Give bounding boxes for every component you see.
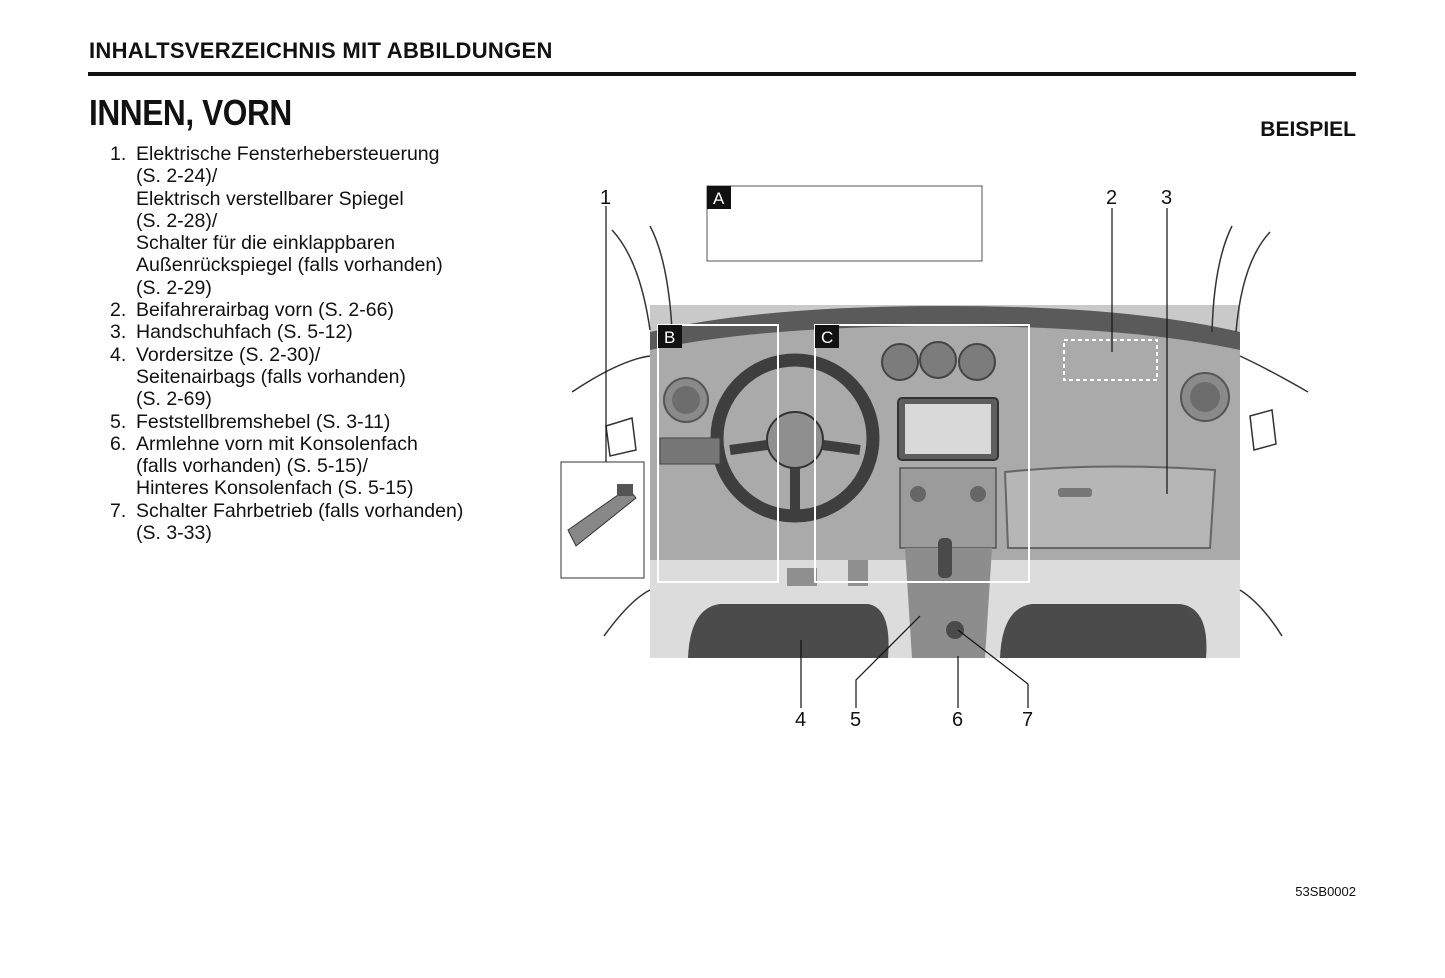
steering-spokes	[729, 440, 861, 512]
example-label: BEISPIEL	[1260, 118, 1356, 141]
toc-item-line: Handschuhfach (S. 5-12)	[136, 321, 353, 344]
box-b-label-bg	[658, 325, 682, 348]
toc-item-line: (S. 2-69)	[136, 388, 212, 411]
drive-mode-switch	[946, 621, 964, 639]
callout-2: 2	[1106, 187, 1117, 209]
center-console	[905, 548, 992, 658]
box-b-label: B	[664, 328, 675, 347]
section-title: INNEN, VORN	[89, 92, 292, 133]
a-pillar-left	[611, 229, 651, 331]
center-display-screen	[905, 404, 991, 454]
center-gauge-1	[881, 343, 919, 381]
toc-item-line: Schalter für die einklappbaren	[136, 232, 396, 255]
toc-item-line: Vordersitze (S. 2-30)/	[136, 343, 321, 366]
header-title: INHALTSVERZEICHNIS MIT ABBILDUNGEN	[89, 38, 553, 63]
gear-lever	[938, 538, 952, 578]
climate-knob-left	[910, 486, 926, 502]
glove-box	[1003, 465, 1217, 549]
toc-list: 1. Elektrische Fensterhebersteuerung (S.…	[110, 143, 530, 544]
a-pillar-left	[649, 225, 673, 331]
toc-item: 3. Handschuhfach (S. 5-12)	[110, 321, 530, 343]
box-a-label: A	[713, 189, 725, 208]
driver-seat	[688, 604, 889, 658]
toc-item-line: Feststellbremshebel (S. 3-11)	[136, 410, 391, 433]
callout-5: 5	[850, 709, 861, 731]
callout-3: 3	[1161, 187, 1172, 209]
door-line-left	[603, 589, 651, 637]
toc-item-number: 2.	[110, 299, 127, 322]
center-gauge-3	[958, 343, 996, 381]
toc-item: 4. Vordersitze (S. 2-30)/ Seitenairbags …	[110, 344, 530, 411]
door-handle-left	[605, 417, 637, 457]
toc-item-line: (falls vorhanden) (S. 5-15)/	[136, 455, 368, 478]
toc-item: 2. Beifahrerairbag vorn (S. 2-66)	[110, 299, 530, 321]
left-switch-panel	[659, 437, 721, 465]
toc-item-number: 5.	[110, 410, 127, 433]
pedal	[848, 560, 868, 586]
toc-item: 7. Schalter Fahrbetrieb (falls vorhanden…	[110, 500, 530, 545]
toc-item: 5. Feststellbremshebel (S. 3-11)	[110, 411, 530, 433]
door-line-right	[1239, 589, 1283, 637]
box-a-label-bg	[707, 186, 731, 209]
box-c-label-bg	[815, 325, 839, 348]
climate-knob-right	[970, 486, 986, 502]
passenger-seat	[1000, 604, 1207, 658]
mirror-switch	[617, 484, 633, 496]
callout-6: 6	[952, 709, 963, 731]
toc-item-line: Seitenairbags (falls vorhanden)	[136, 365, 406, 388]
leader-line-7	[957, 629, 1029, 708]
box-b	[657, 324, 779, 583]
center-gauge-2	[919, 341, 957, 379]
toc-item-number: 1.	[110, 143, 127, 165]
toc-item-line: (S. 2-24)/	[136, 165, 218, 188]
center-stack	[899, 467, 997, 549]
a-pillar-right	[1235, 231, 1271, 333]
toc-item-number: 6.	[110, 432, 127, 455]
left-vent-inner	[672, 386, 700, 414]
toc-item-number: 4.	[110, 343, 127, 366]
callout-7: 7	[1022, 709, 1033, 731]
toc-item-line: Außenrückspiegel (falls vorhanden)	[136, 254, 443, 277]
figure-code: 53SB0002	[1295, 884, 1356, 899]
toc-item-line: (S. 3-33)	[136, 522, 212, 545]
door-handle-right	[1249, 409, 1277, 451]
box-a	[706, 185, 983, 262]
toc-item-line: Schalter Fahrbetrieb (falls vorhanden)	[136, 499, 464, 522]
toc-item-line: Armlehne vorn mit Konsolenfach	[136, 432, 418, 455]
leader-line-5	[855, 615, 921, 708]
toc-item-line: (S. 2-29)	[136, 276, 212, 299]
toc-item-number: 7.	[110, 499, 127, 522]
dashboard-top	[650, 306, 1240, 350]
callout-4: 4	[795, 709, 806, 731]
glove-box-handle	[1058, 488, 1092, 497]
right-vent-inner	[1190, 382, 1220, 412]
toc-item-number: 3.	[110, 321, 127, 344]
box-c-label: C	[821, 328, 833, 347]
toc-item-line: Beifahrerairbag vorn (S. 2-66)	[136, 299, 394, 322]
a-pillar-right	[1211, 225, 1233, 333]
door-line-right	[1239, 355, 1309, 393]
header-rule	[88, 72, 1356, 76]
door-line-left	[571, 355, 651, 393]
window-switch-panel	[567, 487, 637, 547]
toc-item: 6. Armlehne vorn mit Konsolenfach (falls…	[110, 433, 530, 500]
toc-item-line: (S. 2-28)/	[136, 209, 218, 232]
toc-item-line: Hinteres Konsolenfach (S. 5-15)	[136, 477, 414, 500]
airbag-area	[1063, 339, 1158, 381]
toc-item: 1. Elektrische Fensterhebersteuerung (S.…	[110, 143, 530, 299]
toc-item-line: Elektrisch verstellbarer Spiegel	[136, 187, 404, 210]
callout-1: 1	[600, 187, 611, 209]
box-c	[814, 324, 1030, 583]
toc-item-line: Elektrische Fensterhebersteuerung	[136, 143, 440, 165]
pedal	[787, 568, 817, 586]
